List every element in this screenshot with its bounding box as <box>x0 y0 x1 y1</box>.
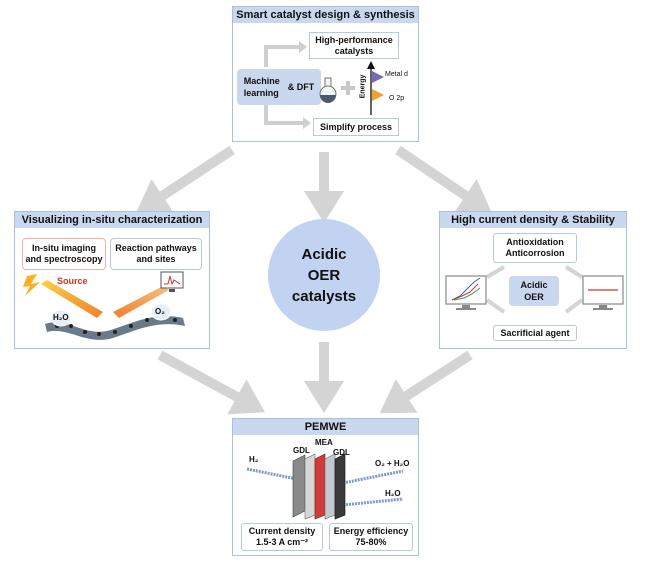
arrow-left-to-bottom <box>157 350 265 415</box>
center-line-1: Acidic <box>301 245 347 263</box>
stability-illustration <box>445 265 624 314</box>
antioxidation-label: Antioxidation <box>506 237 564 247</box>
arrow-right-to-bottom <box>379 350 473 414</box>
pemwe-cell-illustration <box>246 453 404 520</box>
machine-learning-box: Machine learning & DFT <box>237 69 321 105</box>
h2-label: H₂ <box>249 455 259 464</box>
catalyst-surface <box>45 316 185 340</box>
panel-title: High current density & Stability <box>440 212 626 228</box>
center-line-2: OER <box>307 266 341 284</box>
o-2p-label: O 2p <box>389 95 405 102</box>
panel-pemwe: PEMWE H₂ GDL MEA GDL O₂ + H₂O H₂O Curren… <box>232 418 419 556</box>
band-icon <box>372 71 384 101</box>
acidic-oer-label: Acidic OER <box>520 280 548 302</box>
panel-high-current-density: High current density & Stability Antioxi… <box>439 211 627 349</box>
arrow-top-to-right <box>395 145 493 214</box>
panel-title: Visualizing in-situ characterization <box>15 212 209 228</box>
lightning-icon <box>23 274 40 296</box>
high-performance-box: High-performance catalysts <box>309 32 399 59</box>
reflected-beam <box>113 286 169 318</box>
current-density-box: Current density 1.5-3 A cm⁻² <box>241 523 323 551</box>
characterization-illustration <box>23 271 185 340</box>
gdl-left-label: GDL <box>293 446 310 455</box>
mea-label: MEA <box>315 438 333 447</box>
energy-efficiency-label: Energy efficiency <box>333 526 409 536</box>
monitor-left-icon <box>445 275 487 310</box>
current-density-label: Current density <box>248 526 316 536</box>
panel-title: PEMWE <box>233 419 418 435</box>
energy-efficiency-box: Energy efficiency 75-80% <box>329 523 413 551</box>
metal-d-label: Metal d <box>385 71 408 78</box>
in-situ-imaging-box: In-situ imaging and spectroscopy <box>22 238 106 270</box>
antioxidation-box: Antioxidation Anticorrosion <box>493 233 577 263</box>
center-line-3: catalysts <box>291 287 357 305</box>
energy-axis-icon <box>367 61 375 115</box>
flow-brackets <box>264 41 311 129</box>
acidic-oer-box: Acidic OER <box>509 276 559 306</box>
energy-axis-label: Energy <box>359 74 367 99</box>
anticorrosion-label: Anticorrosion <box>505 248 565 258</box>
o2-label: O₂ <box>155 307 165 316</box>
h2o-label: H₂O <box>53 313 69 322</box>
dft-label: & DFT <box>287 82 315 92</box>
h2o-out-label: H₂O <box>385 489 401 498</box>
simplify-process-box: Simplify process <box>313 118 399 136</box>
panel-title: Smart catalyst design & synthesis <box>233 7 418 23</box>
gdl-left-plate <box>292 454 306 518</box>
incident-beam <box>41 280 103 318</box>
monitor-icon <box>160 271 184 292</box>
source-label: Source <box>57 276 88 286</box>
mea-membrane <box>314 453 326 520</box>
acidic-oer-catalysts-circle: Acidic OER catalysts <box>268 219 380 331</box>
gdl-right-plate <box>334 453 346 520</box>
panel-in-situ-characterization: Visualizing in-situ characterization In-… <box>14 211 210 349</box>
sacrificial-agent-box: Sacrificial agent <box>493 325 577 341</box>
energy-efficiency-value: 75-80% <box>355 537 387 547</box>
machine-learning-label: Machine learning <box>243 76 280 98</box>
arrow-top-to-left <box>135 145 235 214</box>
monitor-right-icon <box>582 275 624 310</box>
current-density-value: 1.5-3 A cm⁻² <box>255 537 309 547</box>
gdl-right-label: GDL <box>333 448 350 457</box>
plus-icon <box>341 81 355 95</box>
o2-h2o-label: O₂ + H₂O <box>375 459 410 468</box>
reaction-pathways-box: Reaction pathways and sites <box>110 238 202 270</box>
flask-icon <box>319 77 337 103</box>
panel-smart-catalyst-design: Smart catalyst design & synthesis High-p… <box>232 6 419 142</box>
